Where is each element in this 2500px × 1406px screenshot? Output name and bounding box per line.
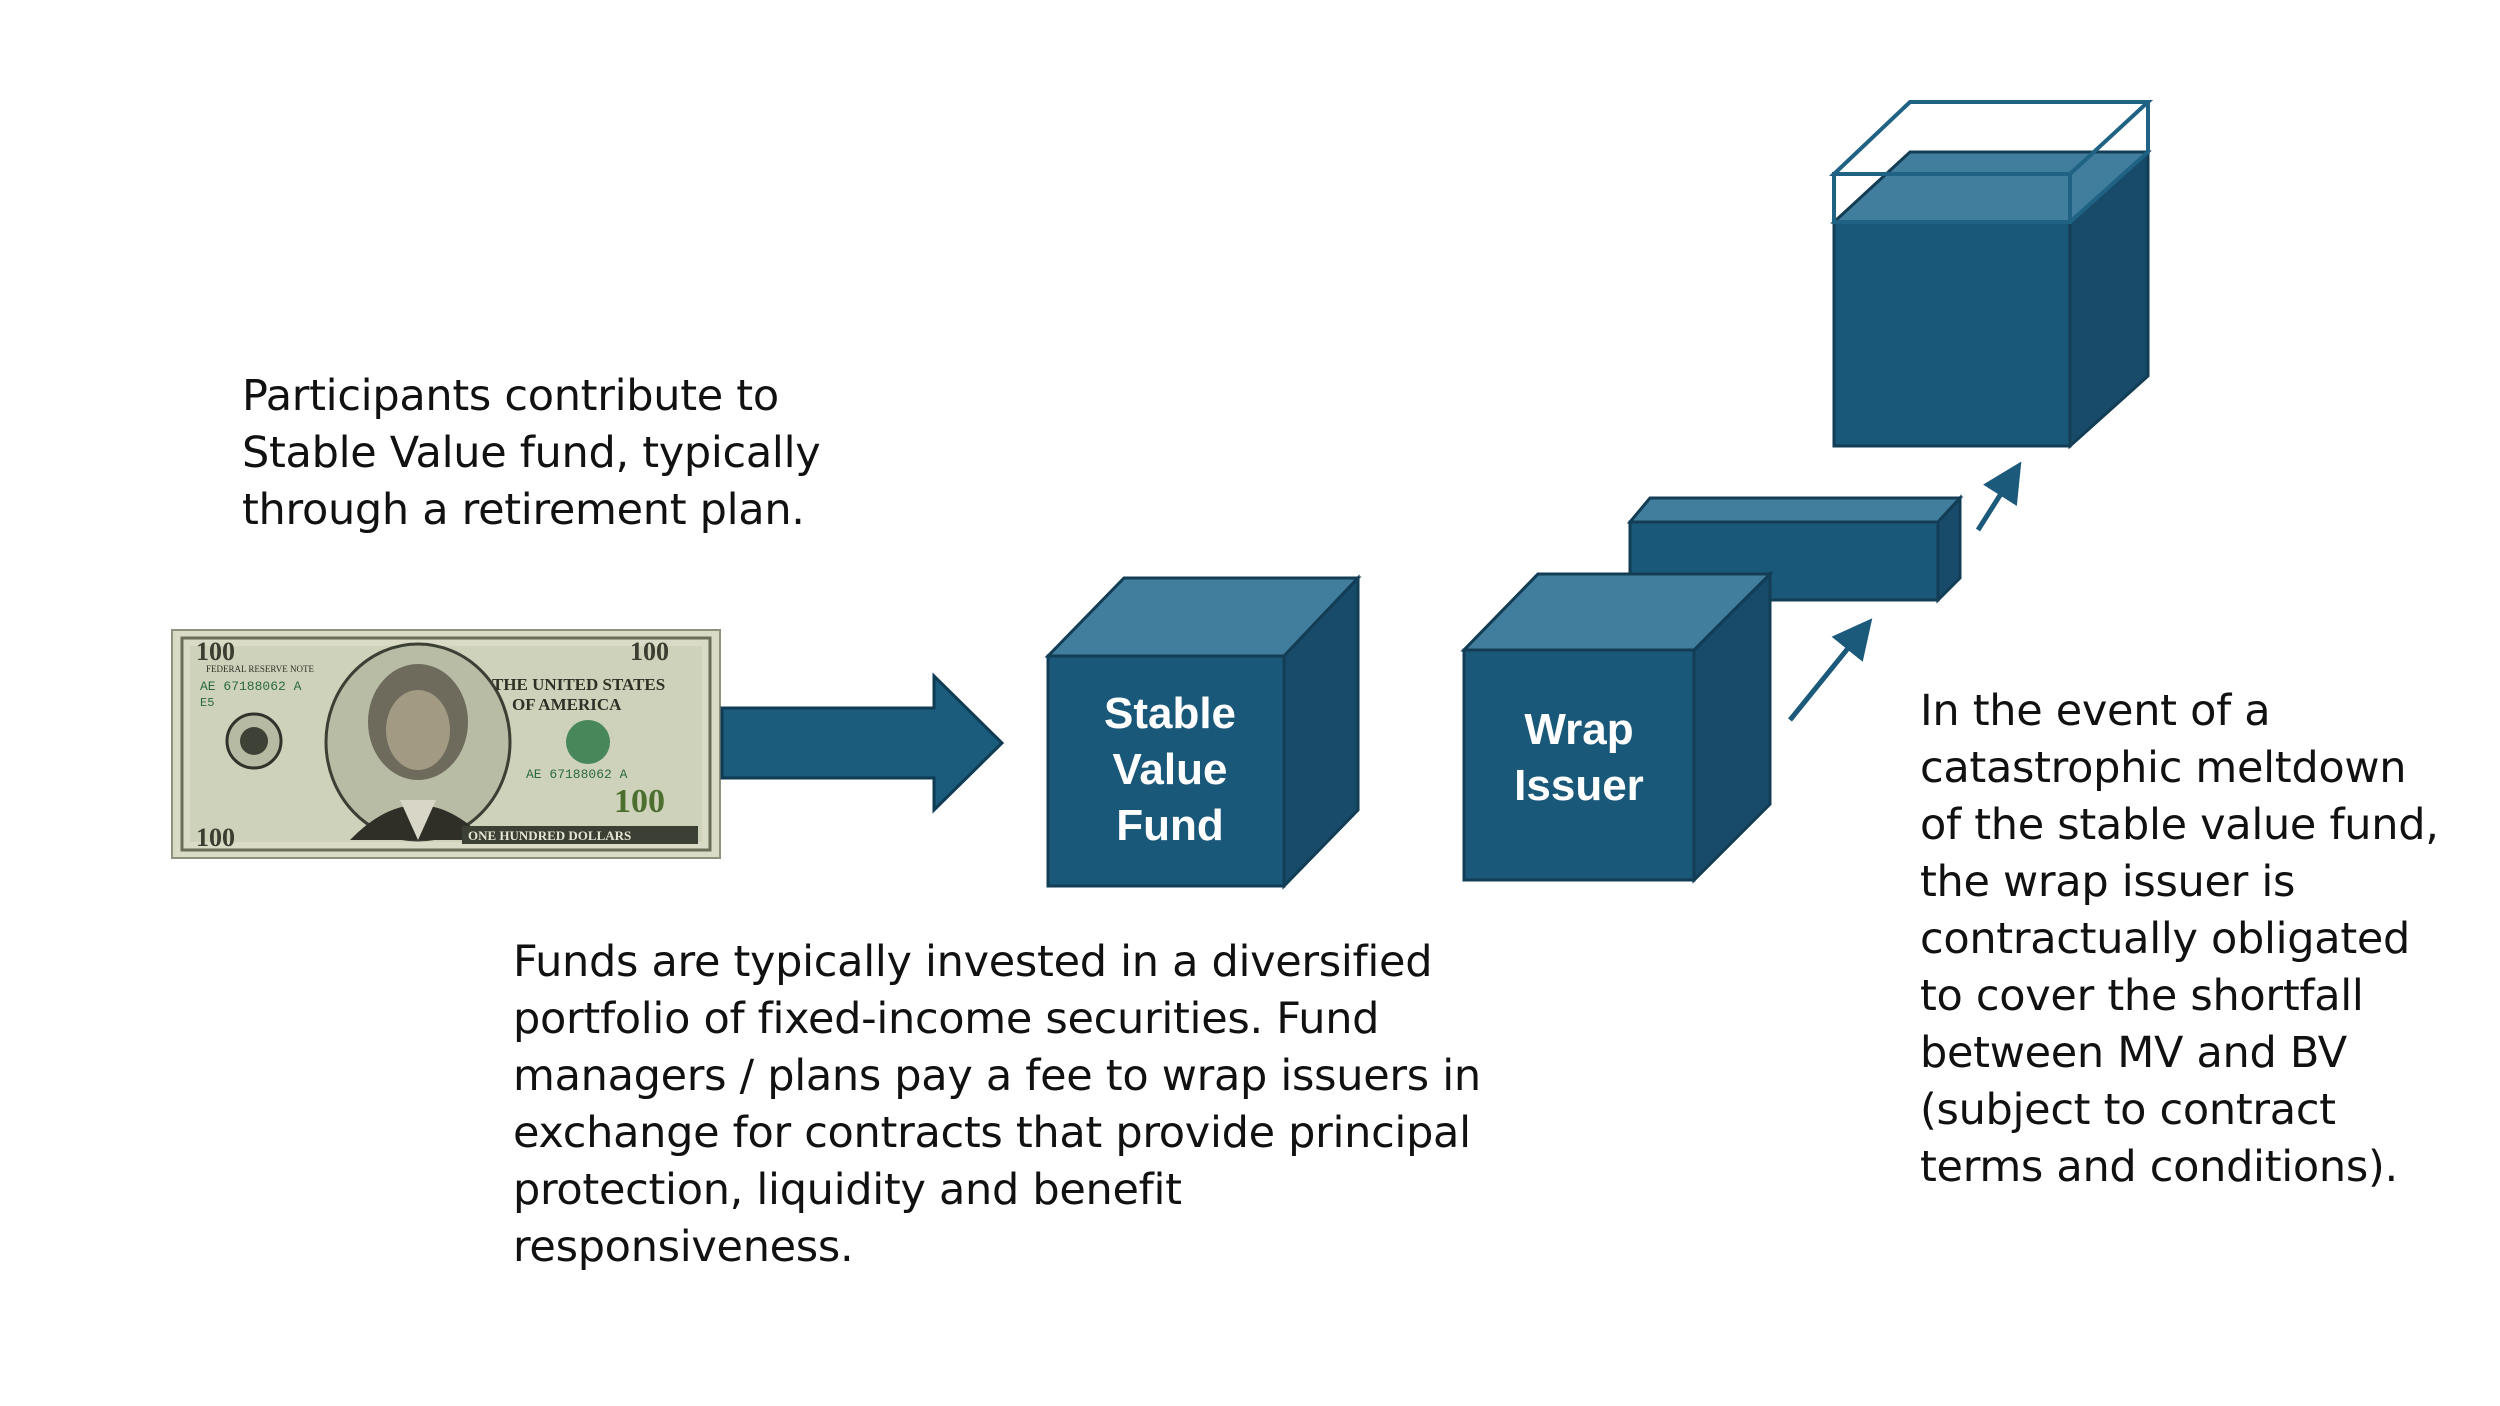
bill-serial-left: AE 67188062 A — [200, 679, 302, 694]
bill-denomination-bottom-left: 100 — [196, 823, 235, 852]
bill-denomination-top-right: 100 — [630, 637, 669, 666]
stable-value-fund-label-line3: Fund — [1116, 801, 1224, 850]
treasury-seal-icon — [566, 720, 610, 764]
arrow-to-plank — [1790, 626, 1866, 720]
bill-bottom-banner: ONE HUNDRED DOLLARS — [468, 828, 631, 843]
wrap-issuer-label-line1: Wrap — [1524, 705, 1633, 754]
bill-country-line1: THE UNITED STATES — [492, 675, 665, 694]
wrap-issuer-label-line2: Issuer — [1514, 761, 1644, 810]
bill-serial-small: E5 — [200, 696, 214, 710]
arrow-to-top-cube — [1978, 470, 2016, 530]
bill-banner: FEDERAL RESERVE NOTE — [206, 664, 314, 674]
contribution-arrow — [722, 676, 1002, 810]
hundred-dollar-bill-image: 100 100 100 FEDERAL RESERVE NOTE AE 6718… — [172, 630, 720, 858]
bill-denomination-large: 100 — [614, 783, 665, 820]
bill-serial-right: AE 67188062 A — [526, 767, 628, 782]
bill-denomination-top-left: 100 — [196, 637, 235, 666]
stable-value-fund-label-line2: Value — [1113, 745, 1228, 794]
bill-country-line2: OF AMERICA — [512, 695, 622, 714]
stable-value-fund-cube: Stable Value Fund — [1048, 578, 1358, 886]
stable-value-fund-label-line1: Stable — [1104, 689, 1236, 738]
